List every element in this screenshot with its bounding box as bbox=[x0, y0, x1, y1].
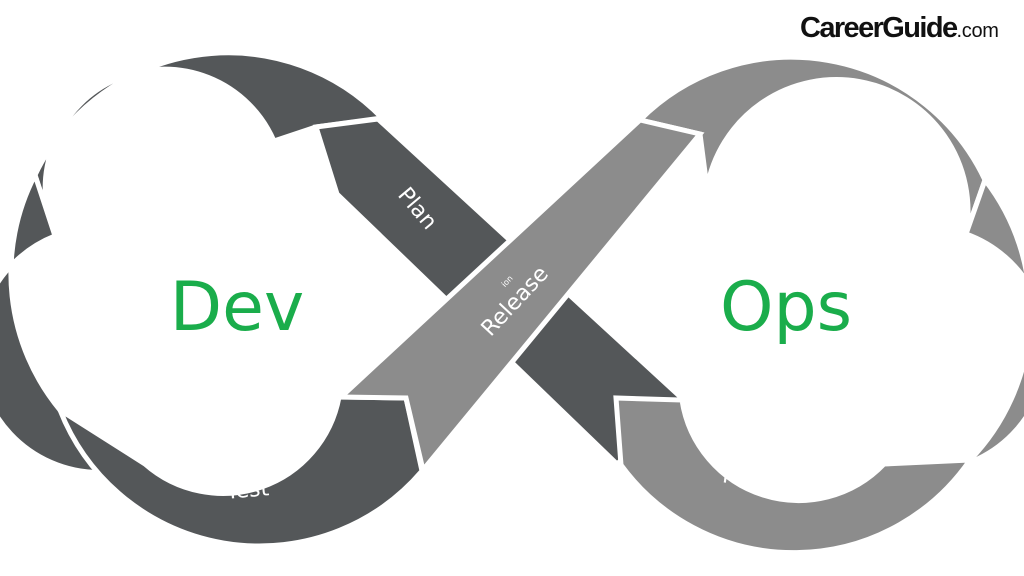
ops-label: Ops bbox=[720, 268, 852, 347]
build-segment bbox=[0, 168, 151, 476]
code-label: Code bbox=[145, 114, 204, 147]
logo-name: CareerGuide bbox=[800, 12, 958, 44]
careerguide-logo[interactable]: CareerGuide.com bbox=[800, 14, 999, 43]
dev-label: Dev bbox=[170, 268, 304, 347]
ops-loop bbox=[334, 54, 1024, 556]
build-label: Build bbox=[38, 321, 76, 381]
deploy-label: Deploy bbox=[787, 107, 867, 145]
monitor-segment bbox=[613, 395, 975, 556]
deploy-segment bbox=[635, 54, 988, 235]
test-segment bbox=[54, 394, 425, 549]
operate-label: Operate bbox=[944, 303, 984, 395]
logo-tld: .com bbox=[956, 20, 999, 42]
dev-loop bbox=[0, 50, 690, 549]
test-label: Test bbox=[224, 476, 271, 505]
release-segment bbox=[334, 117, 705, 476]
